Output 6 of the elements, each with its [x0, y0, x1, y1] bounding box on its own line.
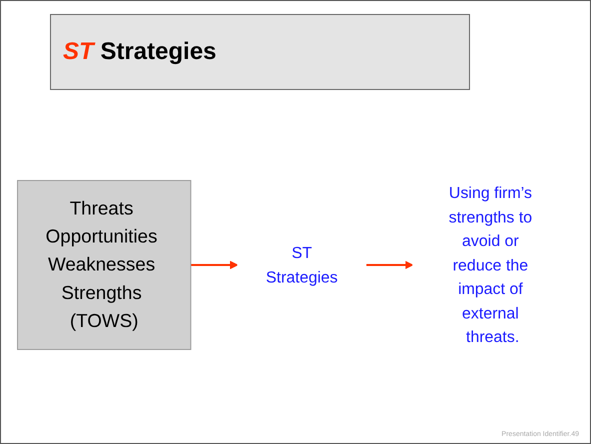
- node-box: Threats Opportunities Weaknesses Strengths (TOWS): [17, 180, 192, 350]
- node-text: ST Strategies: [266, 244, 338, 286]
- node-text: Using firm’s strengths to avoid or reduce the impact of external threats.: [448, 184, 532, 346]
- arrow: [190, 260, 238, 270]
- arrow: [366, 260, 414, 270]
- slide-title: ST Strategies: [50, 14, 470, 90]
